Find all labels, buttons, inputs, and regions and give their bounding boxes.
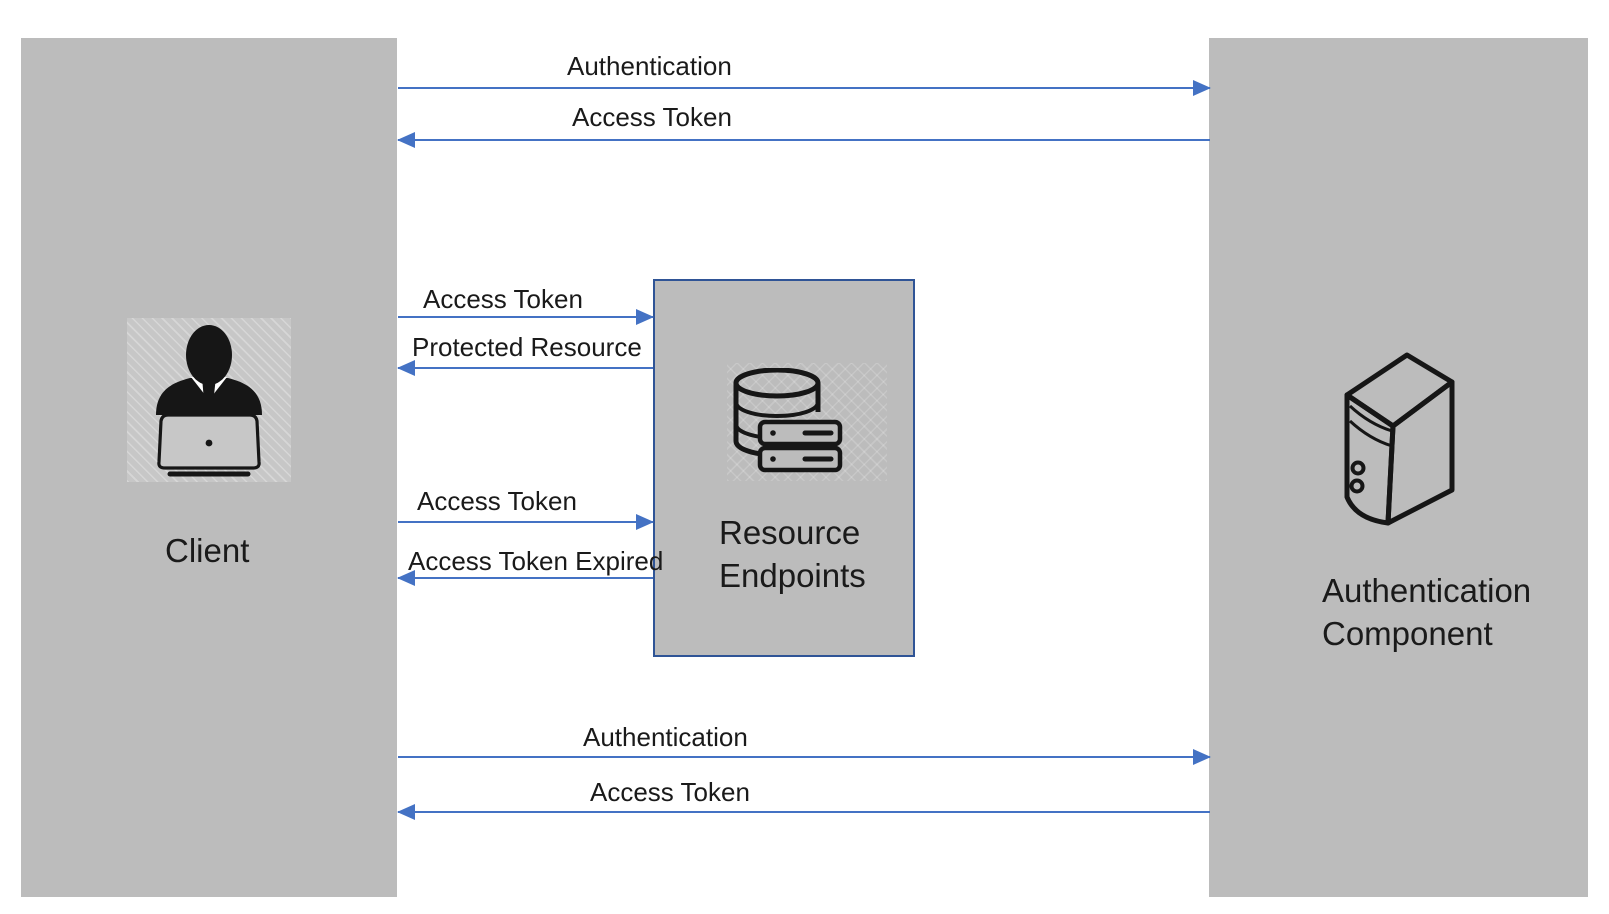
- message-4-arrow: [398, 521, 653, 523]
- resource-endpoints-label: Resource Endpoints: [719, 511, 866, 597]
- message-2-arrow: [398, 316, 653, 318]
- message-1-label: Access Token: [572, 102, 732, 132]
- message-5-label: Access Token Expired: [408, 546, 664, 576]
- message-3-label: Protected Resource: [412, 332, 642, 362]
- authentication-component-panel: Authentication Component: [1209, 38, 1588, 897]
- message-1-arrow: [398, 139, 1210, 141]
- authentication-component-label: Authentication Component: [1322, 569, 1531, 655]
- database-servers-icon: [733, 368, 843, 473]
- resource-endpoints-label-line1: Resource: [719, 514, 861, 551]
- message-6-label: Authentication: [583, 722, 748, 752]
- resource-endpoints-label-line2: Endpoints: [719, 557, 866, 594]
- server-tower-icon: [1344, 352, 1455, 526]
- authentication-component-label-line2: Component: [1322, 615, 1493, 652]
- message-2-label: Access Token: [423, 284, 583, 314]
- message-0-arrow: [398, 87, 1210, 89]
- message-6-arrow: [398, 756, 1210, 758]
- message-3-arrow: [398, 367, 653, 369]
- message-5-arrow: [398, 577, 653, 579]
- message-0-label: Authentication: [567, 51, 732, 81]
- authentication-component-label-line1: Authentication: [1322, 572, 1532, 609]
- client-photo-background: [127, 318, 291, 482]
- message-4-label: Access Token: [417, 486, 577, 516]
- resource-endpoints-box: Resource Endpoints: [653, 279, 915, 657]
- message-7-label: Access Token: [590, 777, 750, 807]
- client-lifeline-panel: Client: [21, 38, 397, 897]
- person-at-laptop-icon: [156, 325, 262, 477]
- message-7-arrow: [398, 811, 1210, 813]
- client-label: Client: [165, 532, 250, 569]
